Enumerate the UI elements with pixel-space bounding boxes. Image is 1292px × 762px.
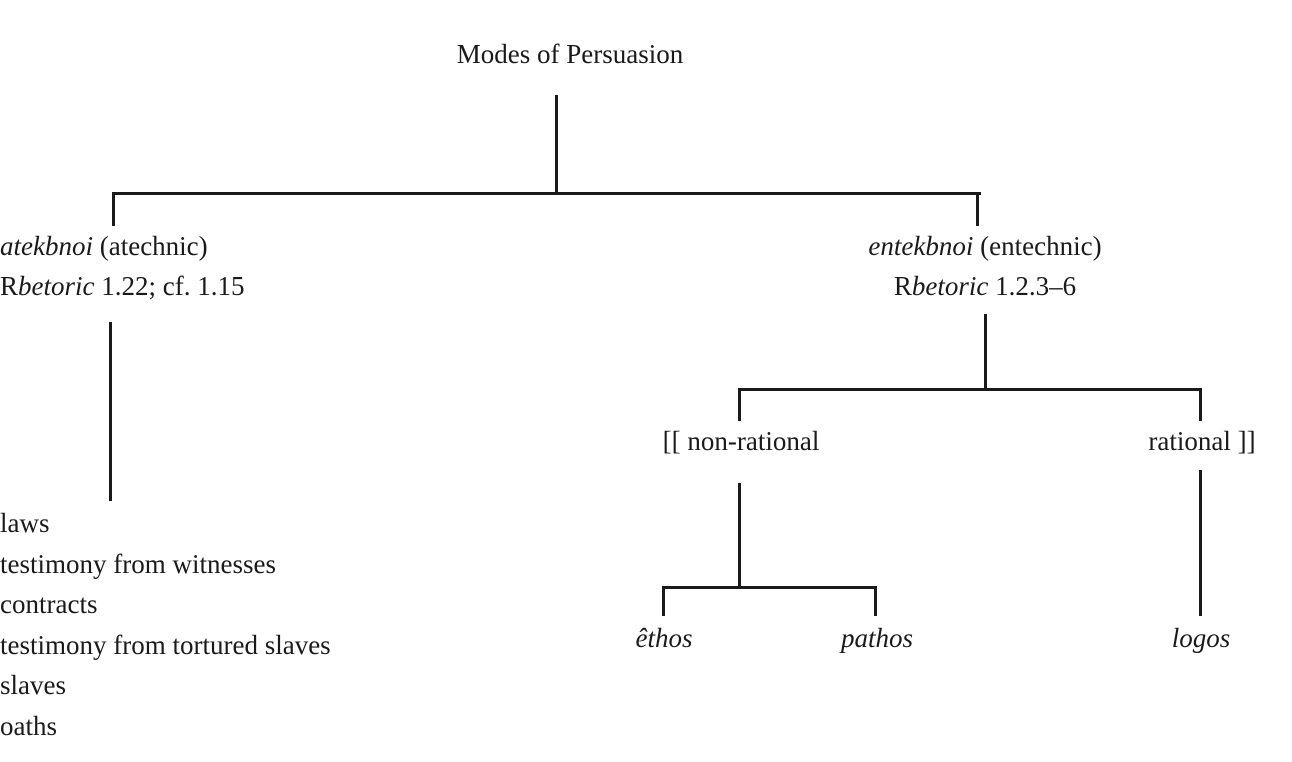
non-rational-label: [[ non-rational [662, 426, 820, 456]
atekhnoi-item-list: laws testimony from witnesses contracts … [0, 503, 331, 746]
node-entekhnoi: entekbnoi (entechnic) Rbetoric 1.2.3–6 [868, 226, 1101, 306]
entekhnoi-stem-line [984, 314, 987, 390]
list-item: slaves [0, 670, 66, 700]
node-atekhnoi: atekbnoi (atechnic) Rbetoric 1.22; cf. 1… [0, 226, 244, 306]
entekhnoi-citation-ref: 1.2.3–6 [988, 271, 1077, 301]
ethos-label: êthos [635, 623, 693, 653]
rational-label: rational ]] [1148, 426, 1256, 456]
node-ethos: êthos [636, 618, 693, 658]
non-rational-to-pathos-line [874, 586, 877, 616]
root-node-modes-of-persuasion: Modes of Persuasion [457, 34, 683, 74]
node-pathos: pathos [841, 618, 913, 658]
logos-label: logos [1171, 623, 1231, 653]
root-stem-line [555, 95, 558, 194]
node-rational: rational ]] [1148, 421, 1255, 461]
entekhnoi-citation-prefix: R [893, 271, 912, 301]
list-item: oaths [0, 710, 57, 741]
list-item: laws [0, 508, 50, 538]
node-logos: logos [1172, 618, 1231, 658]
entekhnoi-term: entekbnoi [868, 231, 974, 261]
atekhnoi-citation-prefix: R [0, 271, 19, 301]
atekhnoi-citation-ref: 1.22; cf. 1.15 [94, 271, 245, 301]
atekhnoi-to-list-line [109, 322, 112, 501]
root-to-entekhnoi-line [976, 192, 979, 226]
atekhnoi-citation-row: Rbetoric 1.22; cf. 1.15 [0, 266, 244, 306]
node-non-rational: [[ non-rational [663, 421, 820, 461]
atekhnoi-gloss: (atechnic) [92, 231, 208, 261]
entekhnoi-to-rational-line [1199, 388, 1202, 421]
entekhnoi-citation-work: betoric [911, 271, 989, 301]
rational-to-logos-line [1199, 470, 1202, 616]
entekhnoi-citation-row: Rbetoric 1.2.3–6 [868, 266, 1101, 306]
list-item: testimony from tortured slaves [0, 629, 331, 660]
list-item: testimony from witnesses [0, 548, 276, 579]
atekhnoi-citation-work: betoric [18, 271, 95, 301]
entekhnoi-split-bar [738, 388, 1202, 391]
root-to-atekhnoi-line [112, 192, 115, 226]
entekhnoi-to-non-rational-line [738, 388, 741, 421]
root-split-bar [112, 192, 981, 195]
pathos-label: pathos [840, 623, 914, 653]
non-rational-to-ethos-line [662, 586, 665, 616]
atekhnoi-term-row: atekbnoi (atechnic) [0, 226, 244, 266]
entekhnoi-term-row: entekbnoi (entechnic) [868, 226, 1101, 266]
non-rational-stem-line [738, 483, 741, 588]
atekhnoi-term: atekbnoi [0, 231, 93, 261]
ethos-pathos-fork-bar [662, 586, 877, 589]
root-label: Modes of Persuasion [456, 39, 684, 69]
entekhnoi-gloss: (entechnic) [973, 231, 1102, 261]
list-item: contracts [0, 589, 98, 619]
